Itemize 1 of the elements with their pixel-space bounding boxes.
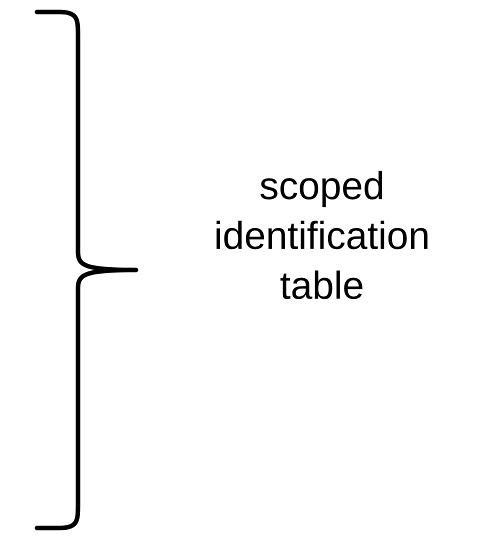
- brace-label: scoped identification table: [216, 170, 428, 300]
